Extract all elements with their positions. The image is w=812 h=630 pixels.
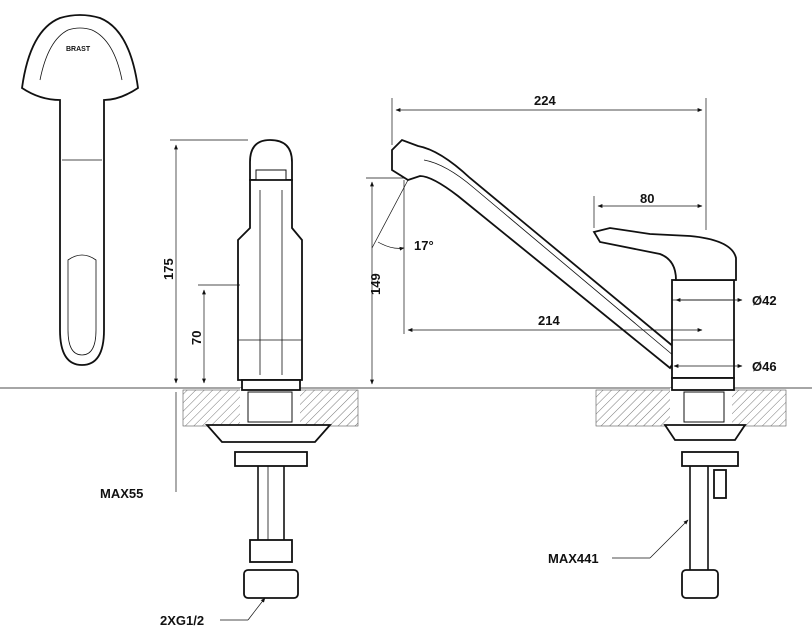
- dim-2xg: 2XG1/2: [160, 613, 204, 628]
- dim-175: 175: [161, 258, 176, 280]
- dim-214: 214: [538, 313, 560, 328]
- dim-17: 17°: [414, 238, 434, 253]
- dim-d42: Ø42: [752, 293, 777, 308]
- dim-d46: Ø46: [752, 359, 777, 374]
- dim-224: 224: [534, 93, 556, 108]
- top-view: BRAST: [21, 14, 139, 366]
- dim-149: 149: [368, 273, 383, 295]
- dim-max441: MAX441: [548, 551, 599, 566]
- front-view: 175 70 MAX55 2XG1/2: [100, 139, 359, 628]
- top-view-logo: BRAST: [66, 46, 91, 53]
- dim-max55: MAX55: [100, 486, 143, 501]
- side-view: 224 80 17° 149 214 Ø42 Ø46 MAX441: [366, 93, 787, 599]
- dim-70: 70: [189, 331, 204, 345]
- dim-80: 80: [640, 191, 654, 206]
